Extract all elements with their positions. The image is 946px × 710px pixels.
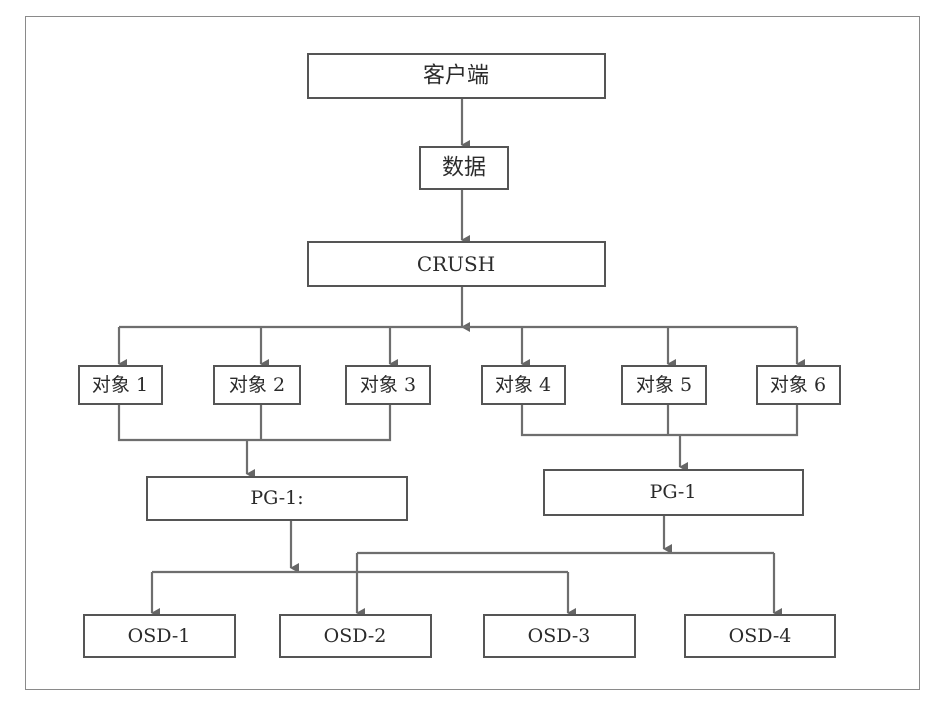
diagram-frame bbox=[25, 16, 920, 690]
node-crush: CRUSH bbox=[307, 241, 606, 287]
node-osd-4: OSD-4 bbox=[684, 614, 836, 658]
node-object-4-label: 对象 4 bbox=[495, 374, 551, 396]
node-client: 客户端 bbox=[307, 53, 606, 99]
node-crush-label: CRUSH bbox=[417, 252, 495, 276]
node-object-5-label: 对象 5 bbox=[636, 374, 692, 396]
node-osd-4-label: OSD-4 bbox=[729, 625, 792, 647]
node-pg-right-label: PG-1 bbox=[650, 481, 697, 503]
node-object-6-label: 对象 6 bbox=[770, 374, 826, 396]
node-object-2: 对象 2 bbox=[213, 365, 301, 405]
node-object-3-label: 对象 3 bbox=[360, 374, 416, 396]
node-object-5: 对象 5 bbox=[621, 365, 707, 405]
node-object-6: 对象 6 bbox=[756, 365, 841, 405]
node-data: 数据 bbox=[419, 146, 509, 190]
node-osd-1: OSD-1 bbox=[83, 614, 236, 658]
node-client-label: 客户端 bbox=[423, 64, 489, 89]
node-pg-left-label: PG-1: bbox=[250, 487, 303, 509]
merge-left bbox=[117, 404, 392, 442]
merge-right bbox=[520, 404, 799, 437]
node-object-1: 对象 1 bbox=[78, 365, 163, 405]
node-object-4: 对象 4 bbox=[481, 365, 566, 405]
node-osd-3-label: OSD-3 bbox=[528, 625, 591, 647]
node-osd-1-label: OSD-1 bbox=[128, 625, 191, 647]
edges bbox=[117, 98, 805, 618]
node-osd-2-label: OSD-2 bbox=[324, 625, 387, 647]
node-osd-3: OSD-3 bbox=[483, 614, 636, 658]
node-data-label: 数据 bbox=[442, 156, 486, 181]
node-object-1-label: 对象 1 bbox=[92, 374, 148, 396]
node-object-2-label: 对象 2 bbox=[229, 374, 285, 396]
node-osd-2: OSD-2 bbox=[279, 614, 432, 658]
node-pg-right: PG-1 bbox=[543, 469, 804, 516]
node-pg-left: PG-1: bbox=[146, 476, 408, 521]
node-object-3: 对象 3 bbox=[345, 365, 431, 405]
